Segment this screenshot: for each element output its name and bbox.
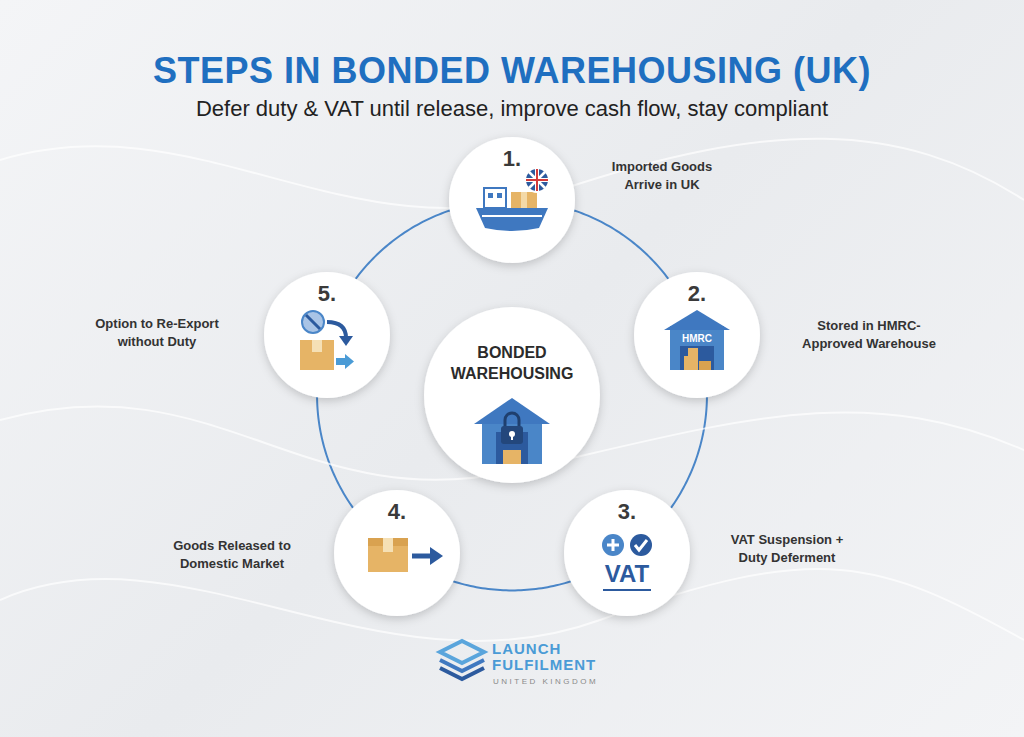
- box-release-icon: [368, 538, 443, 572]
- step-number: 1.: [449, 146, 575, 172]
- step-circle: 2.Stored in HMRC- Approved Warehouse: [634, 272, 760, 398]
- center-title: BONDED WAREHOUSING: [437, 343, 587, 385]
- step-label: Stored in HMRC- Approved Warehouse: [795, 317, 943, 352]
- node-circles: [264, 137, 760, 616]
- ring-connector: [574, 210, 668, 278]
- ring-connector: [356, 210, 450, 278]
- step-number: 4.: [334, 499, 460, 525]
- step-label: Option to Re-Export without Duty: [77, 315, 237, 350]
- step-label: Goods Released to Domestic Market: [165, 537, 299, 572]
- step-number: 2.: [634, 281, 760, 307]
- icon-label: HMRC: [682, 333, 712, 344]
- step-number: 3.: [564, 499, 690, 525]
- icon-label: VAT: [605, 560, 649, 588]
- ring-connector: [671, 397, 707, 508]
- step-circle: 5.Option to Re-Export without Duty: [264, 272, 390, 398]
- ring-connector: [453, 581, 571, 590]
- locked-warehouse-icon: [474, 398, 550, 464]
- step-circle: 1.Imported Goods Arrive in UK: [449, 137, 575, 263]
- ship-icon: [476, 168, 549, 231]
- logo-subtext: UNITED KINGDOM: [493, 677, 598, 686]
- step-circle: 3.VAT Suspension + Duty Deferment: [564, 490, 690, 616]
- subtitle: Defer duty & VAT until release, improve …: [0, 96, 1024, 122]
- step-circle: 4.Goods Released to Domestic Market: [334, 490, 460, 616]
- background-waves: [0, 139, 1024, 641]
- re-export-icon: [300, 311, 354, 370]
- vat-icon: [602, 534, 652, 590]
- ring-connector: [317, 397, 353, 508]
- center-circle: BONDED WAREHOUSING: [424, 307, 600, 483]
- step-number: 5.: [264, 281, 390, 307]
- logo-text: LAUNCH FULFILMENT: [492, 641, 617, 673]
- title: STEPS IN BONDED WAREHOUSING (UK): [0, 50, 1024, 92]
- logo-mark: [440, 641, 484, 679]
- step-label: VAT Suspension + Duty Deferment: [721, 531, 853, 566]
- step-label: Imported Goods Arrive in UK: [602, 158, 722, 193]
- warehouse-icon: [664, 310, 730, 370]
